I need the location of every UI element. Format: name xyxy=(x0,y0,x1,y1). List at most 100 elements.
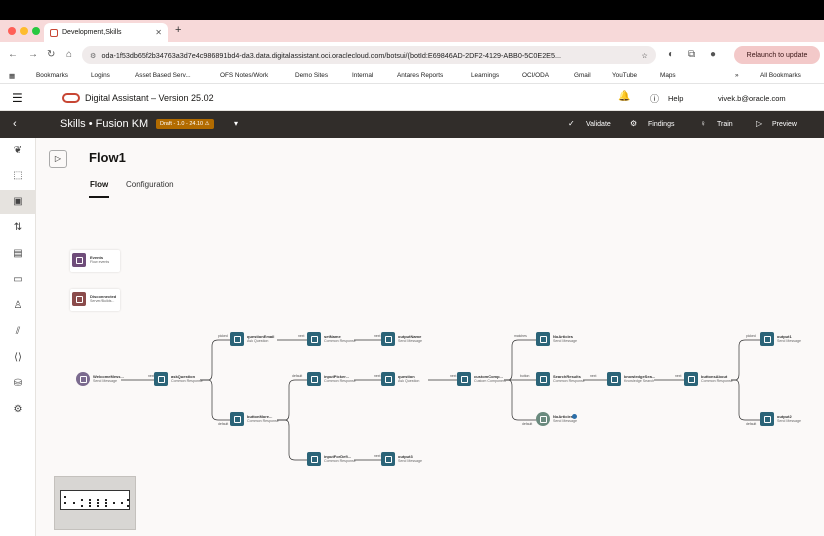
minimap-nodes xyxy=(64,496,129,507)
new-tab-icon[interactable]: + xyxy=(175,24,182,36)
overflow-chevron-icon[interactable]: » xyxy=(735,72,739,79)
bookmark-item[interactable]: Asset Based Serv... xyxy=(135,72,191,79)
bookmark-item[interactable]: Learnings xyxy=(471,72,500,79)
apps-grid-icon[interactable]: ▦ xyxy=(9,73,16,80)
train-button[interactable]: Train xyxy=(717,121,733,128)
sidebar-entities-icon[interactable]: ⇅ xyxy=(13,222,23,233)
bookmark-item[interactable]: Demo Sites xyxy=(295,72,329,79)
sidebar-data-icon[interactable]: ⛁ xyxy=(13,378,23,389)
skill-dropdown-icon[interactable]: ▾ xyxy=(234,119,239,128)
node-sub: Common Response xyxy=(553,379,585,383)
bookmark-item[interactable]: Gmail xyxy=(574,72,591,79)
hamburger-menu-icon[interactable]: ☰ xyxy=(12,91,23,105)
flow-node-askquestion[interactable]: askQuestion Common Response xyxy=(154,369,204,391)
common-response-icon xyxy=(536,372,550,386)
sidebar-leaf-icon[interactable]: ❦ xyxy=(13,145,23,156)
flow-node-output1[interactable]: output1 Send Message xyxy=(760,329,810,351)
bookmark-item[interactable]: OCI/ODA xyxy=(522,72,549,79)
user-menu[interactable]: vivek.b@oracle.com xyxy=(718,94,786,103)
bookmark-item[interactable]: Bookmarks xyxy=(36,72,68,79)
close-window-button[interactable] xyxy=(8,27,16,35)
node-name: SearchResults xyxy=(553,374,581,379)
close-tab-icon[interactable]: ✕ xyxy=(155,28,162,37)
node-name: askQuestion xyxy=(171,374,196,379)
flow-node-questionemail[interactable]: questionEmail Ask Question xyxy=(230,329,280,351)
node-sub: Ask Question xyxy=(247,339,269,343)
sidebar-channels-icon[interactable]: ⟨⟩ xyxy=(14,352,22,363)
flow-node-output2[interactable]: output2 Send Message xyxy=(760,409,810,431)
flow-connectors xyxy=(121,339,760,461)
help-menu[interactable]: Help xyxy=(668,94,684,103)
edge-label: next xyxy=(148,374,155,378)
sidebar-intents-icon[interactable]: ⬚ xyxy=(13,170,23,181)
flow-node-buttonmore[interactable]: buttonMore... Common Response xyxy=(230,409,280,431)
bookmark-item[interactable]: Logins xyxy=(91,72,110,79)
notification-bell-icon[interactable]: 🔔 xyxy=(618,91,631,102)
flow-node-noarticles-2[interactable]: NoArticles Send Message xyxy=(536,409,590,431)
minimap-viewport[interactable] xyxy=(60,490,130,510)
active-tab-underline xyxy=(89,196,109,198)
tab-flow[interactable]: Flow xyxy=(90,180,109,189)
bookmark-item[interactable]: Internal xyxy=(352,72,374,79)
flow-canvas[interactable]: ▷ Flow1 Flow Configuration next picked d… xyxy=(36,138,824,536)
bookmark-item[interactable]: YouTube xyxy=(612,72,638,79)
forward-icon[interactable]: → xyxy=(28,49,38,60)
flow-node-knowledgesearch[interactable]: knowledgeSea... Knowledge Search xyxy=(607,369,657,391)
all-bookmarks[interactable]: All Bookmarks xyxy=(760,72,801,79)
flow-node-inputfordef[interactable]: inputForDefi... Common Response xyxy=(307,449,357,471)
flow-node-customcomp[interactable]: customComp... Custom Component xyxy=(457,369,507,391)
edge-label: next xyxy=(374,334,381,338)
profile-icon[interactable]: ● xyxy=(710,49,717,60)
info-icon[interactable] xyxy=(572,414,577,419)
flow-node-searchresults[interactable]: SearchResults Common Response xyxy=(536,369,586,391)
edge-label: button xyxy=(520,374,530,378)
back-icon[interactable]: ← xyxy=(8,49,18,60)
browser-tab-bar: Development,Skills ✕ + xyxy=(0,20,824,42)
flow-node-setname[interactable]: setName Common Response xyxy=(307,329,357,351)
findings-button[interactable]: Findings xyxy=(648,121,675,128)
preview-button[interactable]: Preview xyxy=(772,121,797,128)
node-sub: Common Response xyxy=(324,339,356,343)
sidebar-settings-icon[interactable]: ⚙ xyxy=(13,404,23,415)
sidebar-knowledge-icon[interactable]: ♙ xyxy=(13,300,23,311)
flow-node-inputpicker[interactable]: inputPicker... Common Response xyxy=(307,369,357,391)
extension-icon[interactable]: ◐ xyxy=(668,49,675,60)
flow-node-buttonsabout[interactable]: buttonsAbout Common Response xyxy=(684,369,734,391)
bookmark-star-icon[interactable]: ☆ xyxy=(641,50,648,60)
site-info-icon[interactable]: ⚙ xyxy=(90,50,97,60)
disconnected-icon xyxy=(72,292,86,306)
ask-question-icon xyxy=(230,332,244,346)
sidebar-flows-icon[interactable]: ▣ xyxy=(13,196,23,207)
validate-button[interactable]: Validate xyxy=(586,121,611,128)
maximize-window-button[interactable] xyxy=(32,27,40,35)
sidebar-insights-icon[interactable]: ⫽ xyxy=(15,326,21,337)
minimap[interactable] xyxy=(54,476,136,530)
preview-play-icon: ▷ xyxy=(756,119,763,128)
address-bar[interactable]: ⚙ oda-1f53db65f2b34763a3d7e4c986891bd4-d… xyxy=(82,46,656,64)
bookmark-item[interactable]: Maps xyxy=(660,72,676,79)
bookmark-item[interactable]: OFS Notes/Work xyxy=(220,72,269,79)
browser-tab[interactable]: Development,Skills ✕ xyxy=(44,23,168,42)
sidebar-chat-icon[interactable]: ▭ xyxy=(13,274,23,285)
tab-configuration[interactable]: Configuration xyxy=(126,180,174,189)
back-chevron-icon[interactable]: ‹ xyxy=(13,118,17,130)
puzzle-icon[interactable]: ⧉ xyxy=(688,49,696,60)
flow-node-noarticles[interactable]: NoArticles Send Message xyxy=(536,329,586,351)
help-icon[interactable]: ⓘ xyxy=(650,94,660,104)
minimize-window-button[interactable] xyxy=(20,27,28,35)
flow-node-outputname[interactable]: outputName Send Message xyxy=(381,329,431,351)
reload-icon[interactable]: ↻ xyxy=(47,49,56,60)
edge-label: default xyxy=(522,422,533,426)
flow-node-welcome[interactable]: WelcomeMess... Send Message xyxy=(76,369,126,391)
flow-node-output3[interactable]: output3 Send Message xyxy=(381,449,431,471)
sidebar-resources-icon[interactable]: ▤ xyxy=(13,248,23,259)
bookmark-item[interactable]: Antares Reports xyxy=(397,72,444,79)
flow-node-disconnected[interactable]: Disconnected Server/Builds... xyxy=(70,289,120,311)
relaunch-button[interactable]: Relaunch to update xyxy=(734,46,820,64)
home-icon[interactable]: ⌂ xyxy=(66,49,73,60)
app-header: ☰ Digital Assistant – Version 25.02 🔔 ⓘ … xyxy=(0,84,824,111)
left-sidebar: ❦ ⬚ ▣ ⇅ ▤ ▭ ♙ ⫽ ⟨⟩ ⛁ ⚙ xyxy=(0,138,36,536)
collapse-panel-button[interactable]: ▷ xyxy=(49,150,67,168)
flow-node-question[interactable]: question Ask Question xyxy=(381,369,431,391)
flow-node-events[interactable]: Events Flow events xyxy=(70,250,120,272)
